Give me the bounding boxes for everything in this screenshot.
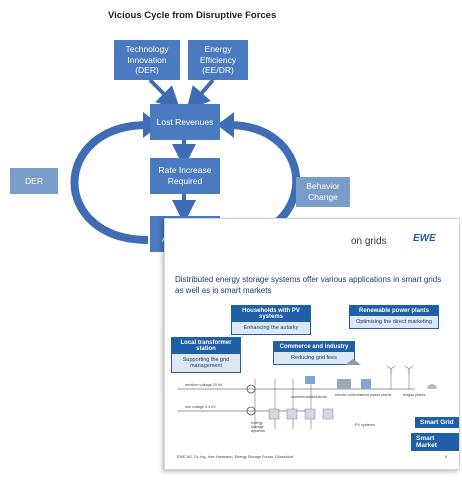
label-commercial: commercial/industrial	[291, 395, 327, 399]
commerce-body: Reducing grid fees	[274, 352, 354, 364]
households-title: Households with PV systems	[232, 306, 310, 322]
label-biogas: biogas plants	[403, 393, 426, 397]
renewable-body: Optimising the direct marketing	[350, 316, 438, 328]
commerce-box: Commerce and industry Reducing grid fees	[273, 341, 355, 365]
label-medium-voltage: medium voltage 20 kV	[185, 383, 223, 387]
slide-footer: EWE AG, Dr.-Ing. Ines Hartmann, Energy S…	[177, 455, 294, 459]
slide-page-number: 6	[445, 455, 448, 459]
label-pv: PV systems	[355, 423, 376, 427]
households-box: Households with PV systems Enhancing the…	[231, 305, 311, 335]
grid-schematic	[177, 359, 437, 429]
transformer-body: Supporting the grid management	[172, 354, 240, 372]
slide-heading: Distributed energy storage systems offer…	[175, 275, 442, 295]
transformer-box: Local transformer station Supporting the…	[171, 337, 241, 373]
page-title: Vicious Cycle from Disruptive Forces	[108, 10, 277, 21]
smart-market-tag: Smart Market	[411, 433, 459, 451]
node-der: DER	[10, 168, 58, 194]
label-storage: energy storage systems	[251, 421, 265, 433]
node-energy-efficiency: Energy Efficiency (EE/DR)	[188, 40, 248, 80]
node-lost-revenues: Lost Revenues	[150, 104, 220, 140]
node-technology-innovation: Technology Innovation (DER)	[114, 40, 180, 80]
renewable-title: Renewable power plants	[350, 306, 438, 316]
smart-grid-tag: Smart Grid	[415, 417, 459, 428]
embedded-slide: on grids EWE Distributed energy storage …	[164, 218, 460, 470]
arrow-tech-to-lost	[148, 78, 181, 111]
arrow-energy-to-lost	[186, 78, 215, 112]
households-body: Enhancing the autarky	[232, 322, 310, 334]
commerce-title: Commerce and industry	[274, 342, 354, 352]
label-vehicles: electric vehicles	[335, 393, 362, 397]
label-low-voltage: low voltage 0.4 kV	[185, 405, 216, 409]
slide-header: on grids	[351, 236, 387, 247]
node-rate-increase: Rate Increase Required	[150, 158, 220, 194]
left-loop-arrow	[70, 121, 149, 244]
renewable-box: Renewable power plants Optimising the di…	[349, 305, 439, 329]
ewe-logo: EWE	[413, 233, 436, 244]
label-wind: wind power plants	[361, 393, 392, 397]
node-behavior-change: Behavior Change	[296, 177, 350, 207]
transformer-title: Local transformer station	[172, 338, 240, 354]
